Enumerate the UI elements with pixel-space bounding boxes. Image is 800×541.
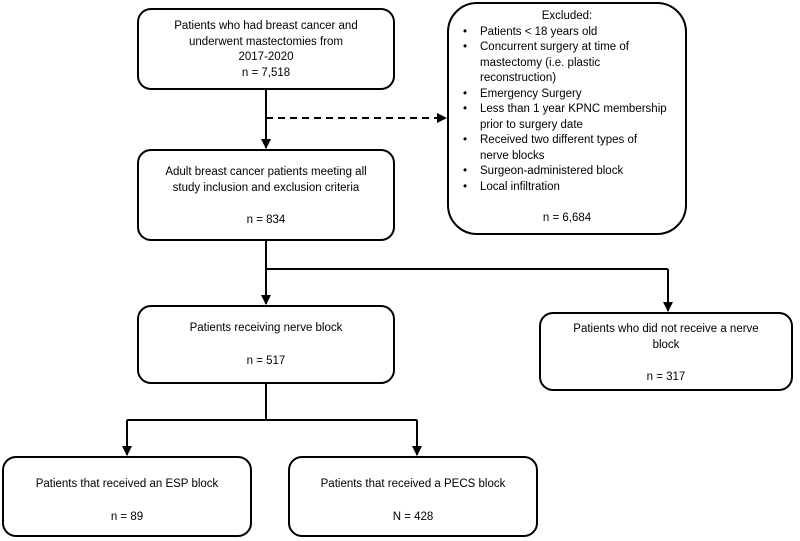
pecs-block-count: N = 428 xyxy=(392,510,434,523)
no-nerve-block-line-2: block xyxy=(652,338,680,351)
esp-block-count: n = 89 xyxy=(110,510,144,523)
exclusion-item: Concurrent surgery at time of mastectomy… xyxy=(457,40,677,87)
nerve-block-label: Patients receiving nerve block xyxy=(189,322,343,334)
initial-line-2: underwent mastectomies from xyxy=(188,35,344,48)
excluded-box: Excluded: Patients < 18 years old Concur… xyxy=(447,2,687,235)
eligible-cohort-box: Adult breast cancer patients meeting all… xyxy=(137,149,395,241)
exclusion-item: Less than 1 year KPNC membership prior t… xyxy=(457,102,677,133)
esp-block-label: Patients that received an ESP block xyxy=(35,478,219,490)
nerve-block-box: Patients receiving nerve block n = 517 xyxy=(137,305,395,384)
no-nerve-block-line-1: Patients who did not receive a nerve xyxy=(573,323,759,335)
pecs-block-label: Patients that received a PECS block xyxy=(320,478,506,490)
exclusion-list: Patients < 18 years old Concurrent surge… xyxy=(457,25,677,196)
initial-line-3: 2017-2020 xyxy=(238,51,294,63)
initial-cohort-box: Patients who had breast cancer and under… xyxy=(137,8,395,90)
exclusion-item: Surgeon-administered block xyxy=(457,164,677,180)
no-nerve-block-box: Patients who did not receive a nerve blo… xyxy=(539,312,793,391)
excluded-count: n = 6,684 xyxy=(542,212,592,224)
eligible-line-2: study inclusion and exclusion criteria xyxy=(172,181,360,194)
initial-line-1: Patients who had breast cancer and xyxy=(174,20,358,32)
eligible-line-1: Adult breast cancer patients meeting all xyxy=(165,166,367,178)
no-nerve-block-count: n = 317 xyxy=(646,371,686,383)
initial-count: n = 7,518 xyxy=(241,66,291,79)
nerve-block-count: n = 517 xyxy=(246,354,286,367)
esp-block-box: Patients that received an ESP block n = … xyxy=(2,456,252,537)
pecs-block-box: Patients that received a PECS block N = … xyxy=(288,456,538,537)
eligible-count: n = 834 xyxy=(246,214,286,226)
excluded-title: Excluded: xyxy=(541,10,593,22)
exclusion-item: Emergency Surgery xyxy=(457,87,677,103)
exclusion-item: Patients < 18 years old xyxy=(457,25,677,41)
exclusion-item: Received two different types of nerve bl… xyxy=(457,133,677,164)
exclusion-item: Local infiltration xyxy=(457,180,677,196)
